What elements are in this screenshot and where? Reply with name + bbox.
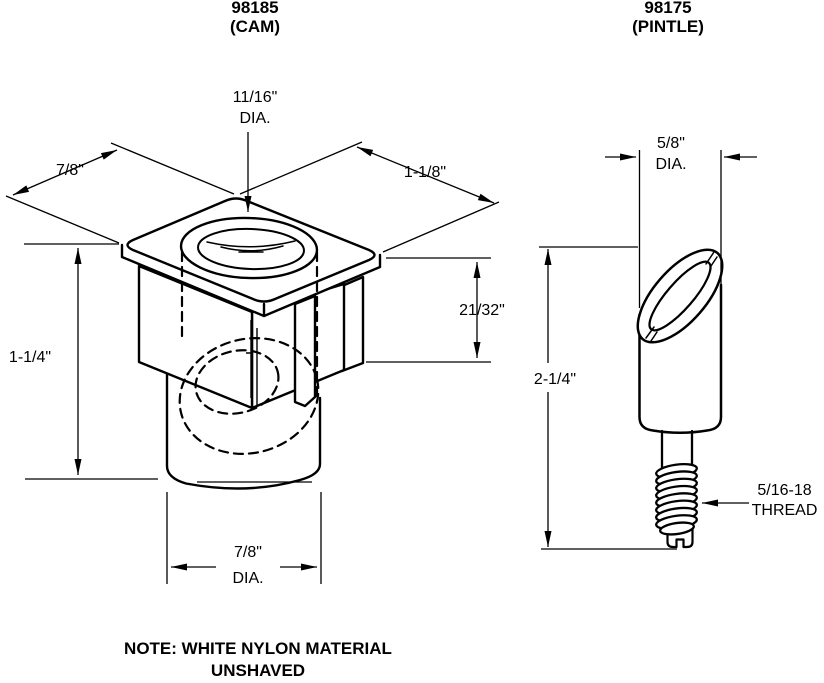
cam-part-name: (CAM) (229, 17, 281, 36)
pintle-thread-coils (655, 462, 698, 536)
material-note: NOTE: WHITE NYLON MATERIAL UNSHAVED (124, 639, 392, 680)
cam-dim-left-width-label: 7/8" (56, 162, 84, 179)
cam-hidden-cavity-outer (178, 337, 320, 455)
pintle-shank (660, 429, 694, 470)
pintle-title: 98175 (PINTLE) (588, 0, 748, 36)
pintle-cut-face-inner (648, 260, 712, 332)
cam-hidden-lines (178, 250, 320, 455)
cam-dim-right-width-label: 1-1/8" (403, 164, 447, 181)
pintle-part-number: 98175 (644, 0, 692, 17)
cam-dim-base-dia-label: 7/8" DIA. (232, 544, 264, 587)
cam-front-rib (293, 294, 317, 408)
pintle-part-name: (PINTLE) (632, 17, 704, 36)
cam-dim-total-height-label: 1-1/4" (8, 349, 52, 366)
pintle-ext-head-dia (638, 150, 722, 308)
pintle-dim-head-dia-label: 5/8" DIA. (655, 135, 687, 173)
cam-cylinder-outline (165, 372, 322, 490)
cam-dim-top-dia-label: 11/16" DIA. (232, 89, 278, 127)
cam-hidden-cavity-inner (194, 349, 280, 415)
cam-dimension-lines (5, 132, 500, 584)
cam-dim-right-width-line (356, 146, 495, 204)
cam-dim-side-height-label: 21/32" (459, 302, 505, 319)
cam-recess-contour-lines (206, 240, 296, 253)
cam-ext-side-height (366, 257, 491, 363)
cam-ext-left-corner (5, 195, 120, 244)
cam-title: 98185 (CAM) (175, 0, 335, 36)
pintle-thread-label: 5/16-18 THREAD (751, 482, 818, 519)
cam-cylinder-fill (167, 374, 320, 489)
cam-ext-top-corner-right (239, 141, 363, 195)
cam-dim-left-width-line (12, 149, 118, 196)
pintle-dim-total-height-label: 2-1/4" (533, 371, 577, 388)
cam-part-view (120, 197, 382, 490)
cam-recess-inner-ellipse (197, 227, 305, 271)
cam-ext-top-corner-left (110, 142, 235, 195)
cam-center-slot (246, 320, 258, 406)
cam-ext-base-dia (166, 492, 322, 584)
cam-part-number: 98185 (231, 0, 279, 17)
cam-slot-lines (246, 320, 258, 406)
pintle-ext-total-height (539, 246, 677, 550)
cam-plate-thickness-edges (120, 243, 382, 318)
pintle-rim-hatch-marks (645, 251, 718, 342)
cam-body-front-left-face (137, 264, 254, 410)
cam-plate-thickness-fill (122, 245, 380, 316)
pintle-dimension-lines (539, 150, 757, 550)
pintle-part-view (636, 248, 724, 549)
cam-ext-right-corner (382, 201, 500, 253)
cam-ext-total-height (24, 243, 312, 483)
